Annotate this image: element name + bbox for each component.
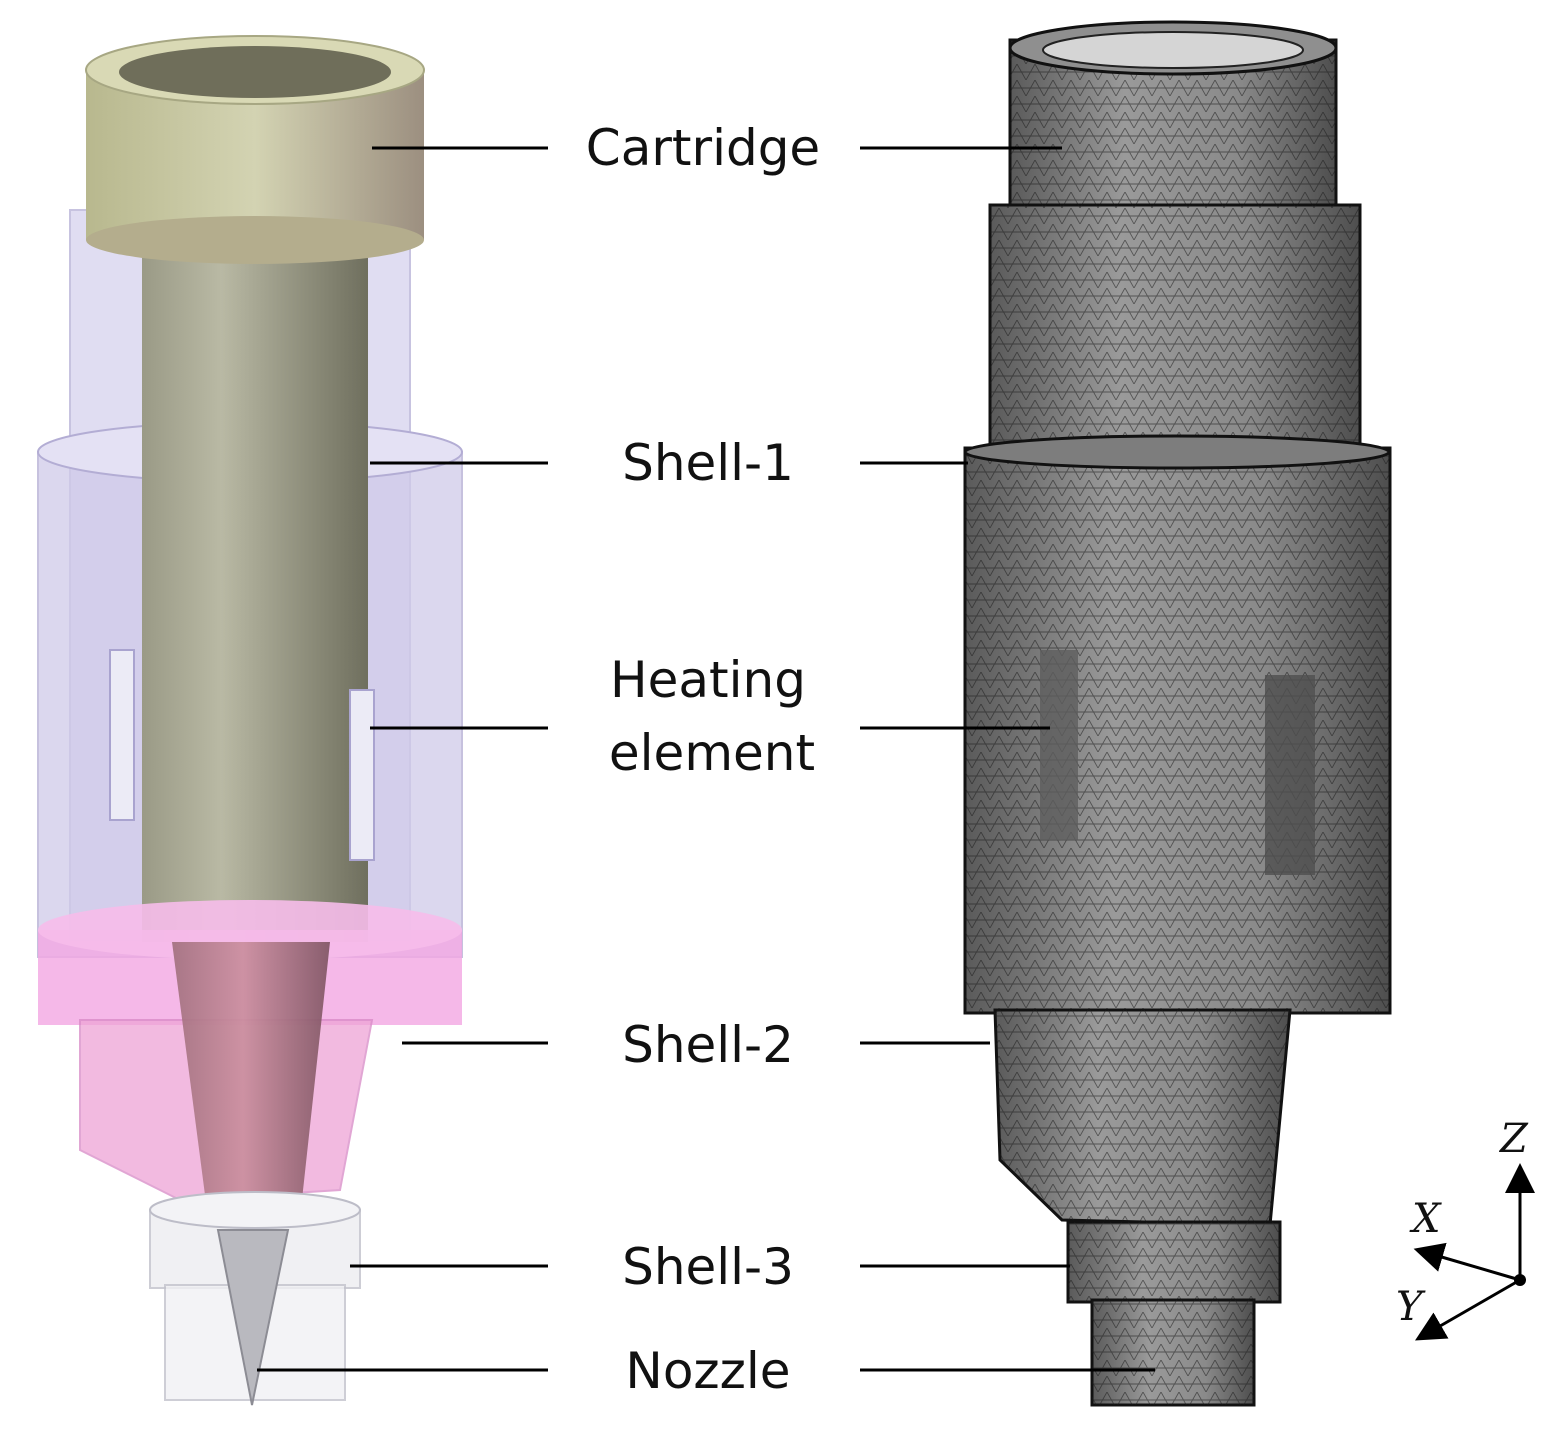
mesh-heating-left bbox=[1040, 650, 1078, 840]
cad-model bbox=[37, 35, 463, 1406]
label-shell-3: Shell-3 bbox=[622, 1238, 794, 1296]
label-shell-2: Shell-2 bbox=[622, 1016, 794, 1074]
label-cartridge: Cartridge bbox=[586, 119, 820, 177]
label-nozzle: Nozzle bbox=[625, 1342, 790, 1400]
shell2-rim bbox=[38, 900, 462, 960]
label-heating-line2: element bbox=[609, 724, 815, 782]
label-shell-1: Shell-1 bbox=[622, 434, 794, 492]
mesh-heating-right bbox=[1265, 675, 1315, 875]
shell3-top bbox=[149, 1191, 361, 1229]
cartridge-bore bbox=[119, 46, 391, 98]
nozzle-tip bbox=[216, 1229, 290, 1406]
axis-z-label: Z bbox=[1498, 1116, 1529, 1162]
leader-lines bbox=[257, 146, 1155, 1372]
cartridge-cap-bottom bbox=[86, 216, 424, 264]
axis-x-label: X bbox=[1409, 1196, 1442, 1242]
nozzle-cone bbox=[172, 942, 330, 1218]
part-labels: Cartridge Shell-1 Heating element Shell-… bbox=[586, 119, 820, 1400]
axis-y-label: Y bbox=[1396, 1284, 1426, 1330]
heating-plate-left bbox=[109, 649, 135, 821]
axes-triad: Z X Y bbox=[1396, 1116, 1535, 1341]
label-heating-line1: Heating bbox=[610, 651, 806, 709]
heating-plate-right bbox=[349, 689, 375, 861]
cartridge-rod bbox=[142, 230, 368, 942]
mesh-shell1-rim bbox=[963, 434, 1391, 470]
mesh-model bbox=[963, 20, 1392, 1407]
